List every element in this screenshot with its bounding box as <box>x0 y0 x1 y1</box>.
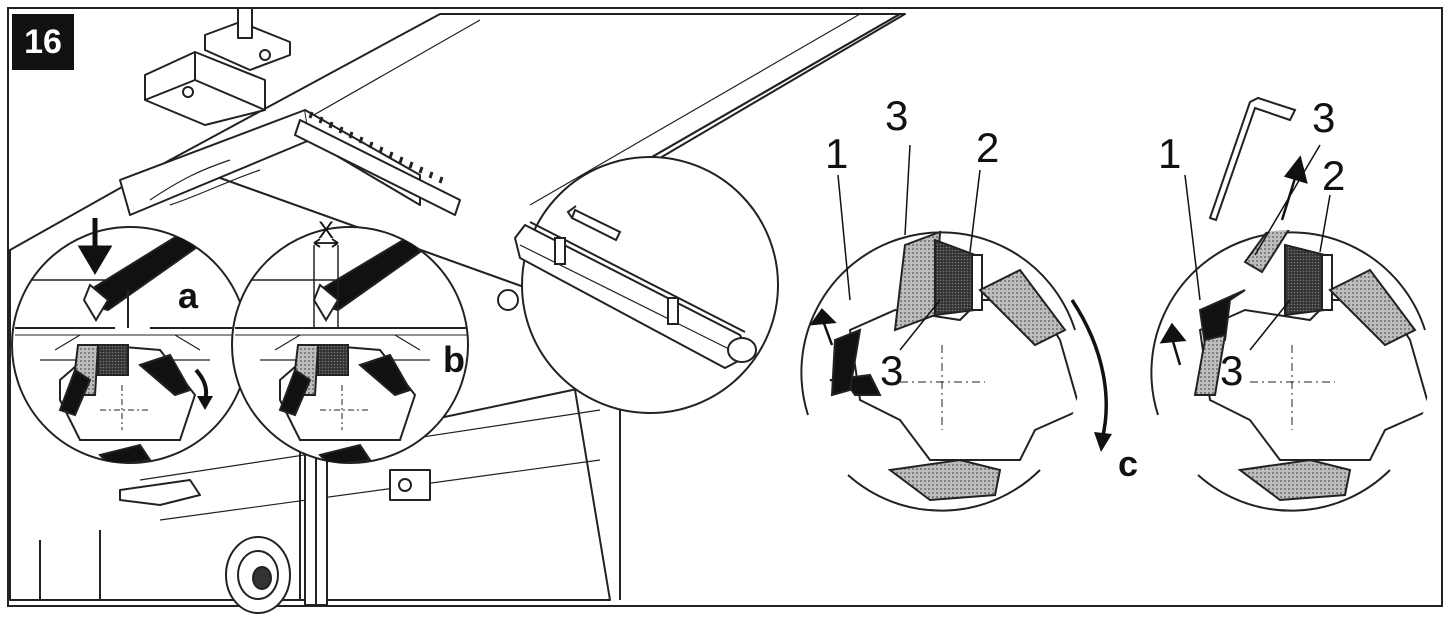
arrow-up-icon <box>1159 322 1187 366</box>
arrow-down-icon <box>77 218 113 275</box>
dimension-x-icon <box>313 238 339 248</box>
detail-circle-b <box>231 226 469 464</box>
allen-key-icon <box>566 205 622 242</box>
figure-number-badge: 16 <box>12 14 74 70</box>
label-1-right: 1 <box>1158 130 1181 177</box>
arrow-up-icon <box>809 308 837 346</box>
allen-key-icon <box>1208 96 1297 222</box>
label-c: c <box>1118 443 1138 484</box>
label-b: b <box>443 339 465 380</box>
label-3-left-top: 3 <box>885 92 908 139</box>
figure-frame <box>7 7 1443 607</box>
label-3-right-bottom: 3 <box>1220 347 1243 394</box>
cutterhead-left <box>800 144 1112 512</box>
detail-circle-a <box>11 218 249 464</box>
cutterhead-right <box>1150 96 1430 512</box>
label-a: a <box>178 275 199 316</box>
label-3-right-top: 3 <box>1312 94 1335 141</box>
label-2-right: 2 <box>1322 152 1345 199</box>
detail-circle-knife-bar <box>513 156 779 414</box>
label-3-left-bottom: 3 <box>880 347 903 394</box>
label-1-left: 1 <box>825 130 848 177</box>
label-2-left: 2 <box>976 124 999 171</box>
label-x: X <box>318 217 334 244</box>
rotation-arrow-icon <box>1070 299 1108 441</box>
